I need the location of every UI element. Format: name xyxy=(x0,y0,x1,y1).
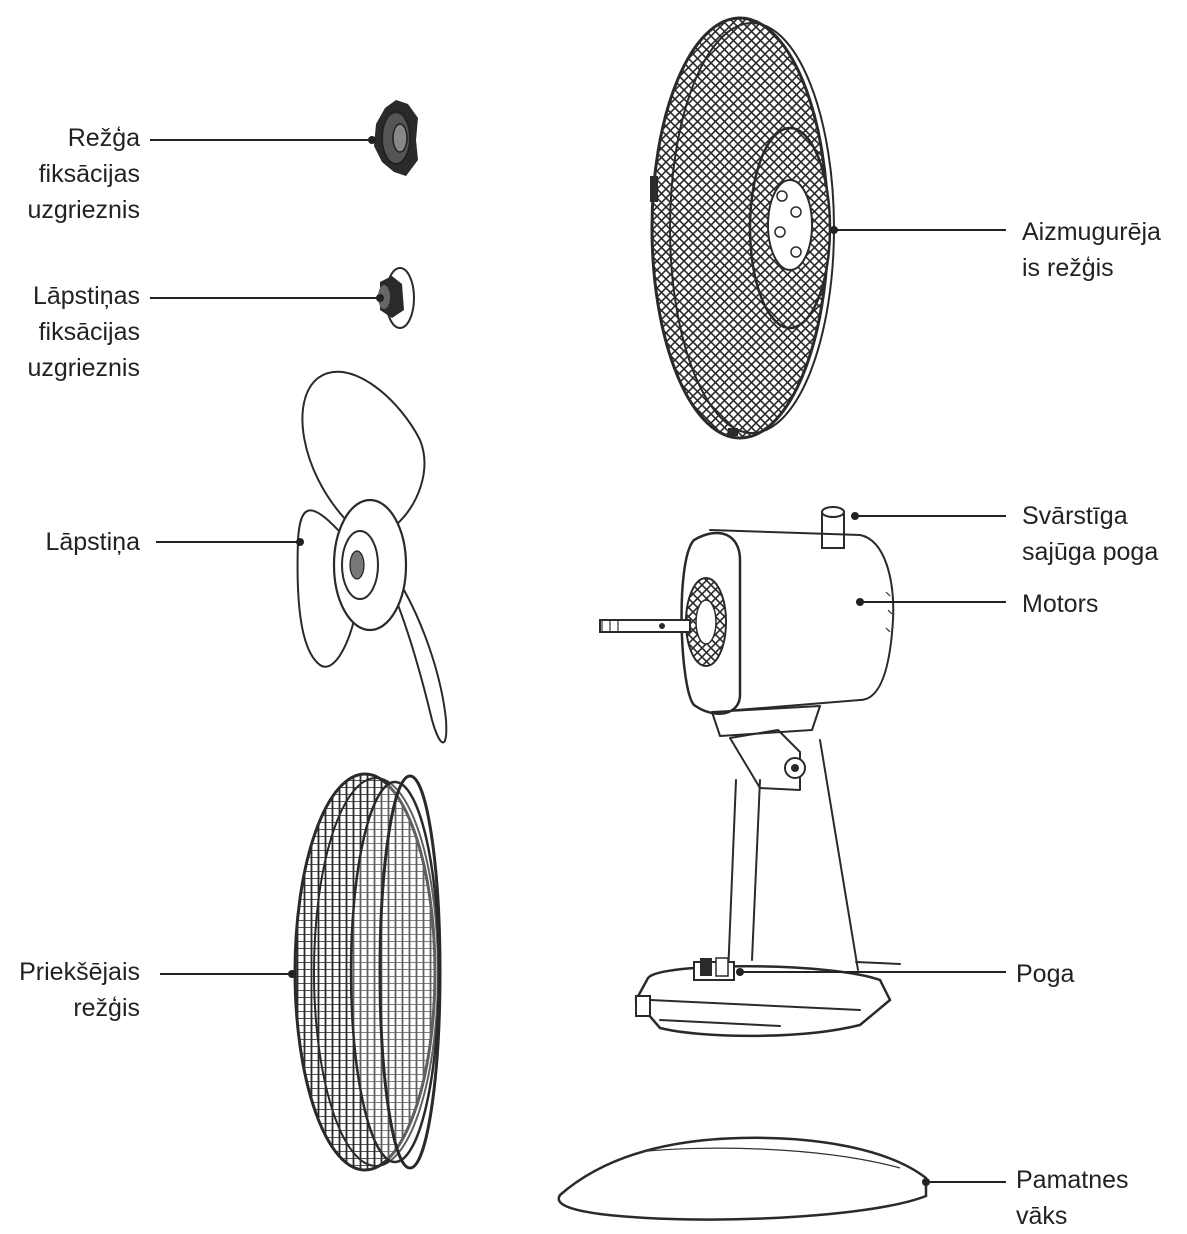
grid-nut-part xyxy=(374,100,418,176)
label-blade-line1: Lāpstiņa xyxy=(45,528,140,556)
label-button: Poga xyxy=(1016,956,1074,992)
label-base-cover-line2: vāks xyxy=(1016,1202,1068,1230)
label-oscillation-knob-line1: Svārstīga xyxy=(1022,502,1128,530)
label-blade-nut-line1: Lāpstiņas xyxy=(32,282,140,310)
label-oscillation-knob-line2: sajūga poga xyxy=(1022,538,1159,566)
label-blade: Lāpstiņa xyxy=(45,524,140,560)
label-grid-nut-line3: uzgrieznis xyxy=(27,196,140,224)
label-base-cover: Pamatnes vāks xyxy=(1016,1162,1129,1234)
label-rear-grille-line2: is režģis xyxy=(1022,254,1114,282)
base-cover-part xyxy=(557,1136,928,1221)
label-motor: Motors xyxy=(1022,586,1098,622)
label-front-grille-line1: Priekšējais xyxy=(19,958,140,986)
leader-lines xyxy=(150,136,1006,1186)
rear-grille-part xyxy=(650,16,835,440)
label-grid-nut: Režģa fiksācijas uzgrieznis xyxy=(27,120,140,228)
base-part xyxy=(634,957,892,1038)
blade-part xyxy=(296,370,448,744)
motor-part xyxy=(599,506,895,715)
label-front-grille-line2: režģis xyxy=(73,994,140,1022)
label-rear-grille-line1: Aizmugurēja xyxy=(1022,218,1161,246)
blade-nut-part xyxy=(378,267,415,329)
label-grid-nut-line2: fiksācijas xyxy=(38,160,140,188)
label-oscillation-knob: Svārstīga sajūga poga xyxy=(1022,498,1158,570)
label-motor-line1: Motors xyxy=(1022,590,1099,618)
label-grid-nut-line1: Režģa xyxy=(67,124,140,152)
label-button-line1: Poga xyxy=(1016,960,1075,988)
label-front-grille: Priekšējais režģis xyxy=(19,954,140,1026)
label-blade-nut-line2: fiksācijas xyxy=(38,318,140,346)
label-rear-grille: Aizmugurēja is režģis xyxy=(1022,214,1161,286)
label-blade-nut: Lāpstiņas fiksācijas uzgrieznis xyxy=(27,278,140,386)
stand-part xyxy=(711,705,901,976)
label-blade-nut-line3: uzgrieznis xyxy=(27,354,140,382)
front-grille-part xyxy=(293,772,442,1172)
label-base-cover-line1: Pamatnes xyxy=(1016,1166,1129,1194)
